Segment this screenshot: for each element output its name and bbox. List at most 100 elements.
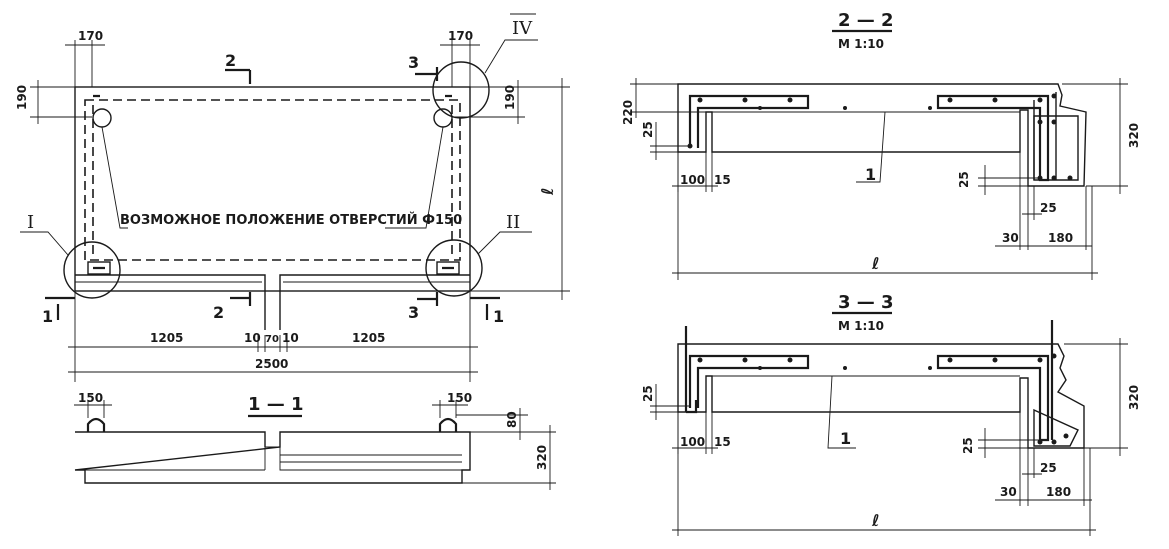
dim-220-lines — [630, 78, 706, 118]
node-II-label: II — [506, 212, 520, 233]
dim-190-left-lines — [30, 80, 92, 124]
cut-1-left-label: 1 — [42, 307, 53, 326]
leader-1-33-label: 1 — [840, 429, 851, 448]
slot-lines — [264, 291, 281, 330]
dim-l-22: ℓ — [871, 254, 880, 273]
section-2-2: 2 — 2 М 1:10 220 25 100 15 1 3 — [621, 10, 1141, 280]
dim-320-33-lines — [1064, 338, 1128, 456]
cut-3-top — [415, 67, 439, 81]
slab-outline — [74, 86, 471, 292]
dim-25-left: 25 — [641, 121, 655, 138]
dim-height: ℓ — [538, 187, 557, 196]
dim-70: 70 — [265, 334, 279, 345]
section-3-3-stirrup — [1033, 408, 1079, 447]
plan-view: ВОЗМОЖНОЕ ПОЛОЖЕНИЕ ОТВЕРСТИЙ Ф150 I II … — [15, 13, 570, 382]
dim-25-right: 25 — [957, 171, 971, 188]
hole-left — [92, 108, 112, 128]
section-1-1-outline — [74, 431, 471, 484]
dim-320-22: 320 — [1127, 123, 1141, 148]
holes-note: ВОЗМОЖНОЕ ПОЛОЖЕНИЕ ОТВЕРСТИЙ Ф150 — [120, 212, 462, 228]
dim-10-left: 10 — [244, 331, 261, 345]
dim-bottom-22-lines — [995, 152, 1092, 250]
node-IV-label: IV — [512, 18, 533, 39]
node-IV-leader — [484, 39, 538, 74]
section-1-1-title: 1 — 1 — [248, 394, 304, 415]
loop-left — [86, 417, 106, 432]
loop-II — [436, 261, 460, 275]
dim-25-left-lines — [650, 122, 690, 160]
dim-320-33: 320 — [1127, 385, 1141, 410]
dim-150-left: 150 — [78, 391, 103, 405]
cut-2-top — [225, 68, 252, 84]
rebar-contour — [84, 99, 461, 261]
node-I-leader — [20, 231, 69, 256]
rebar-contour-inner — [92, 105, 453, 255]
dim-l-33-lines — [672, 412, 1096, 536]
section-3-3-bars — [697, 353, 1069, 445]
dim-chain-ticks — [257, 335, 288, 352]
section-2-2-rebar-left — [688, 94, 810, 148]
dim-190-right: 190 — [503, 85, 517, 110]
dim-25-left-33-lines — [650, 384, 690, 420]
leader-1-22-label: 1 — [865, 165, 876, 184]
cut-3-bottom-label: 3 — [408, 303, 419, 322]
dim-25-right-33-lines — [978, 428, 1040, 458]
dim-25-bottom-22: 25 — [1040, 201, 1057, 215]
dim-l-33: ℓ — [871, 511, 880, 530]
dim-170-right: 170 — [448, 29, 473, 43]
dim-190-left: 190 — [15, 85, 29, 110]
dim-1205-left: 1205 — [150, 331, 183, 345]
dim-100-33: 100 — [680, 435, 705, 449]
node-II-circle — [425, 239, 483, 297]
dim-320-22-lines — [1062, 78, 1128, 194]
bottom-strip — [75, 274, 470, 291]
section-2-2-scale: М 1:10 — [838, 37, 884, 51]
cut-2-bottom-label: 2 — [213, 303, 224, 322]
section-3-3-outline — [677, 343, 1085, 449]
dim-30-33: 30 — [1000, 485, 1017, 499]
dim-2500: 2500 — [255, 357, 288, 371]
section-3-3-scale: М 1:10 — [838, 319, 884, 333]
dim-bottom-33-lines — [995, 412, 1092, 506]
section-1-1-rebar — [280, 454, 462, 463]
dim-l-22-lines — [672, 152, 1098, 280]
dim-180-33: 180 — [1046, 485, 1071, 499]
dim-170-right-lines — [440, 40, 480, 87]
dim-10-right: 10 — [282, 331, 299, 345]
dim-25-right-33: 25 — [961, 437, 975, 454]
section-1-1-steps — [85, 446, 462, 471]
loop-I — [87, 261, 111, 275]
loop-right — [438, 417, 458, 432]
node-I-circle — [63, 241, 121, 299]
section-3-3-rebar-left — [688, 354, 810, 408]
cut-1-right — [470, 296, 500, 320]
cut-3-top-label: 3 — [408, 53, 419, 72]
node-II-leader — [477, 231, 532, 255]
dim-chain-lines — [68, 291, 478, 382]
dim-170-left-lines — [65, 40, 105, 87]
dim-25-bottom-33: 25 — [1040, 461, 1057, 475]
note-leaders — [101, 126, 444, 229]
dim-320: 320 — [535, 445, 549, 470]
dim-170-left: 170 — [78, 29, 103, 43]
dim-height-lines — [470, 78, 570, 300]
dim-320-lines — [462, 425, 556, 490]
leader-1-33 — [827, 375, 856, 449]
node-IV-circle — [432, 61, 490, 119]
section-3-3-title: 3 — 3 — [838, 292, 894, 313]
section-1-1: 1 — 1 150 150 80 320 — [74, 391, 556, 490]
cut-1-left — [45, 296, 75, 320]
dim-25-left-33: 25 — [641, 385, 655, 402]
dim-25-right-lines — [978, 165, 1040, 195]
section-3-3-loop-left — [684, 326, 698, 414]
section-2-2-verticals — [1033, 92, 1057, 180]
dim-220: 220 — [621, 100, 635, 125]
leader-1-22 — [856, 111, 886, 183]
dim-30-22: 30 — [1002, 231, 1019, 245]
section-2-2-rebar-right — [936, 94, 1050, 182]
section-2-2-bars — [687, 93, 1073, 181]
dim-15: 15 — [714, 173, 731, 187]
dim-150-left-lines — [74, 400, 112, 418]
section-2-2-outline — [677, 83, 1087, 187]
section-3-3-rebar-right — [936, 354, 1050, 442]
